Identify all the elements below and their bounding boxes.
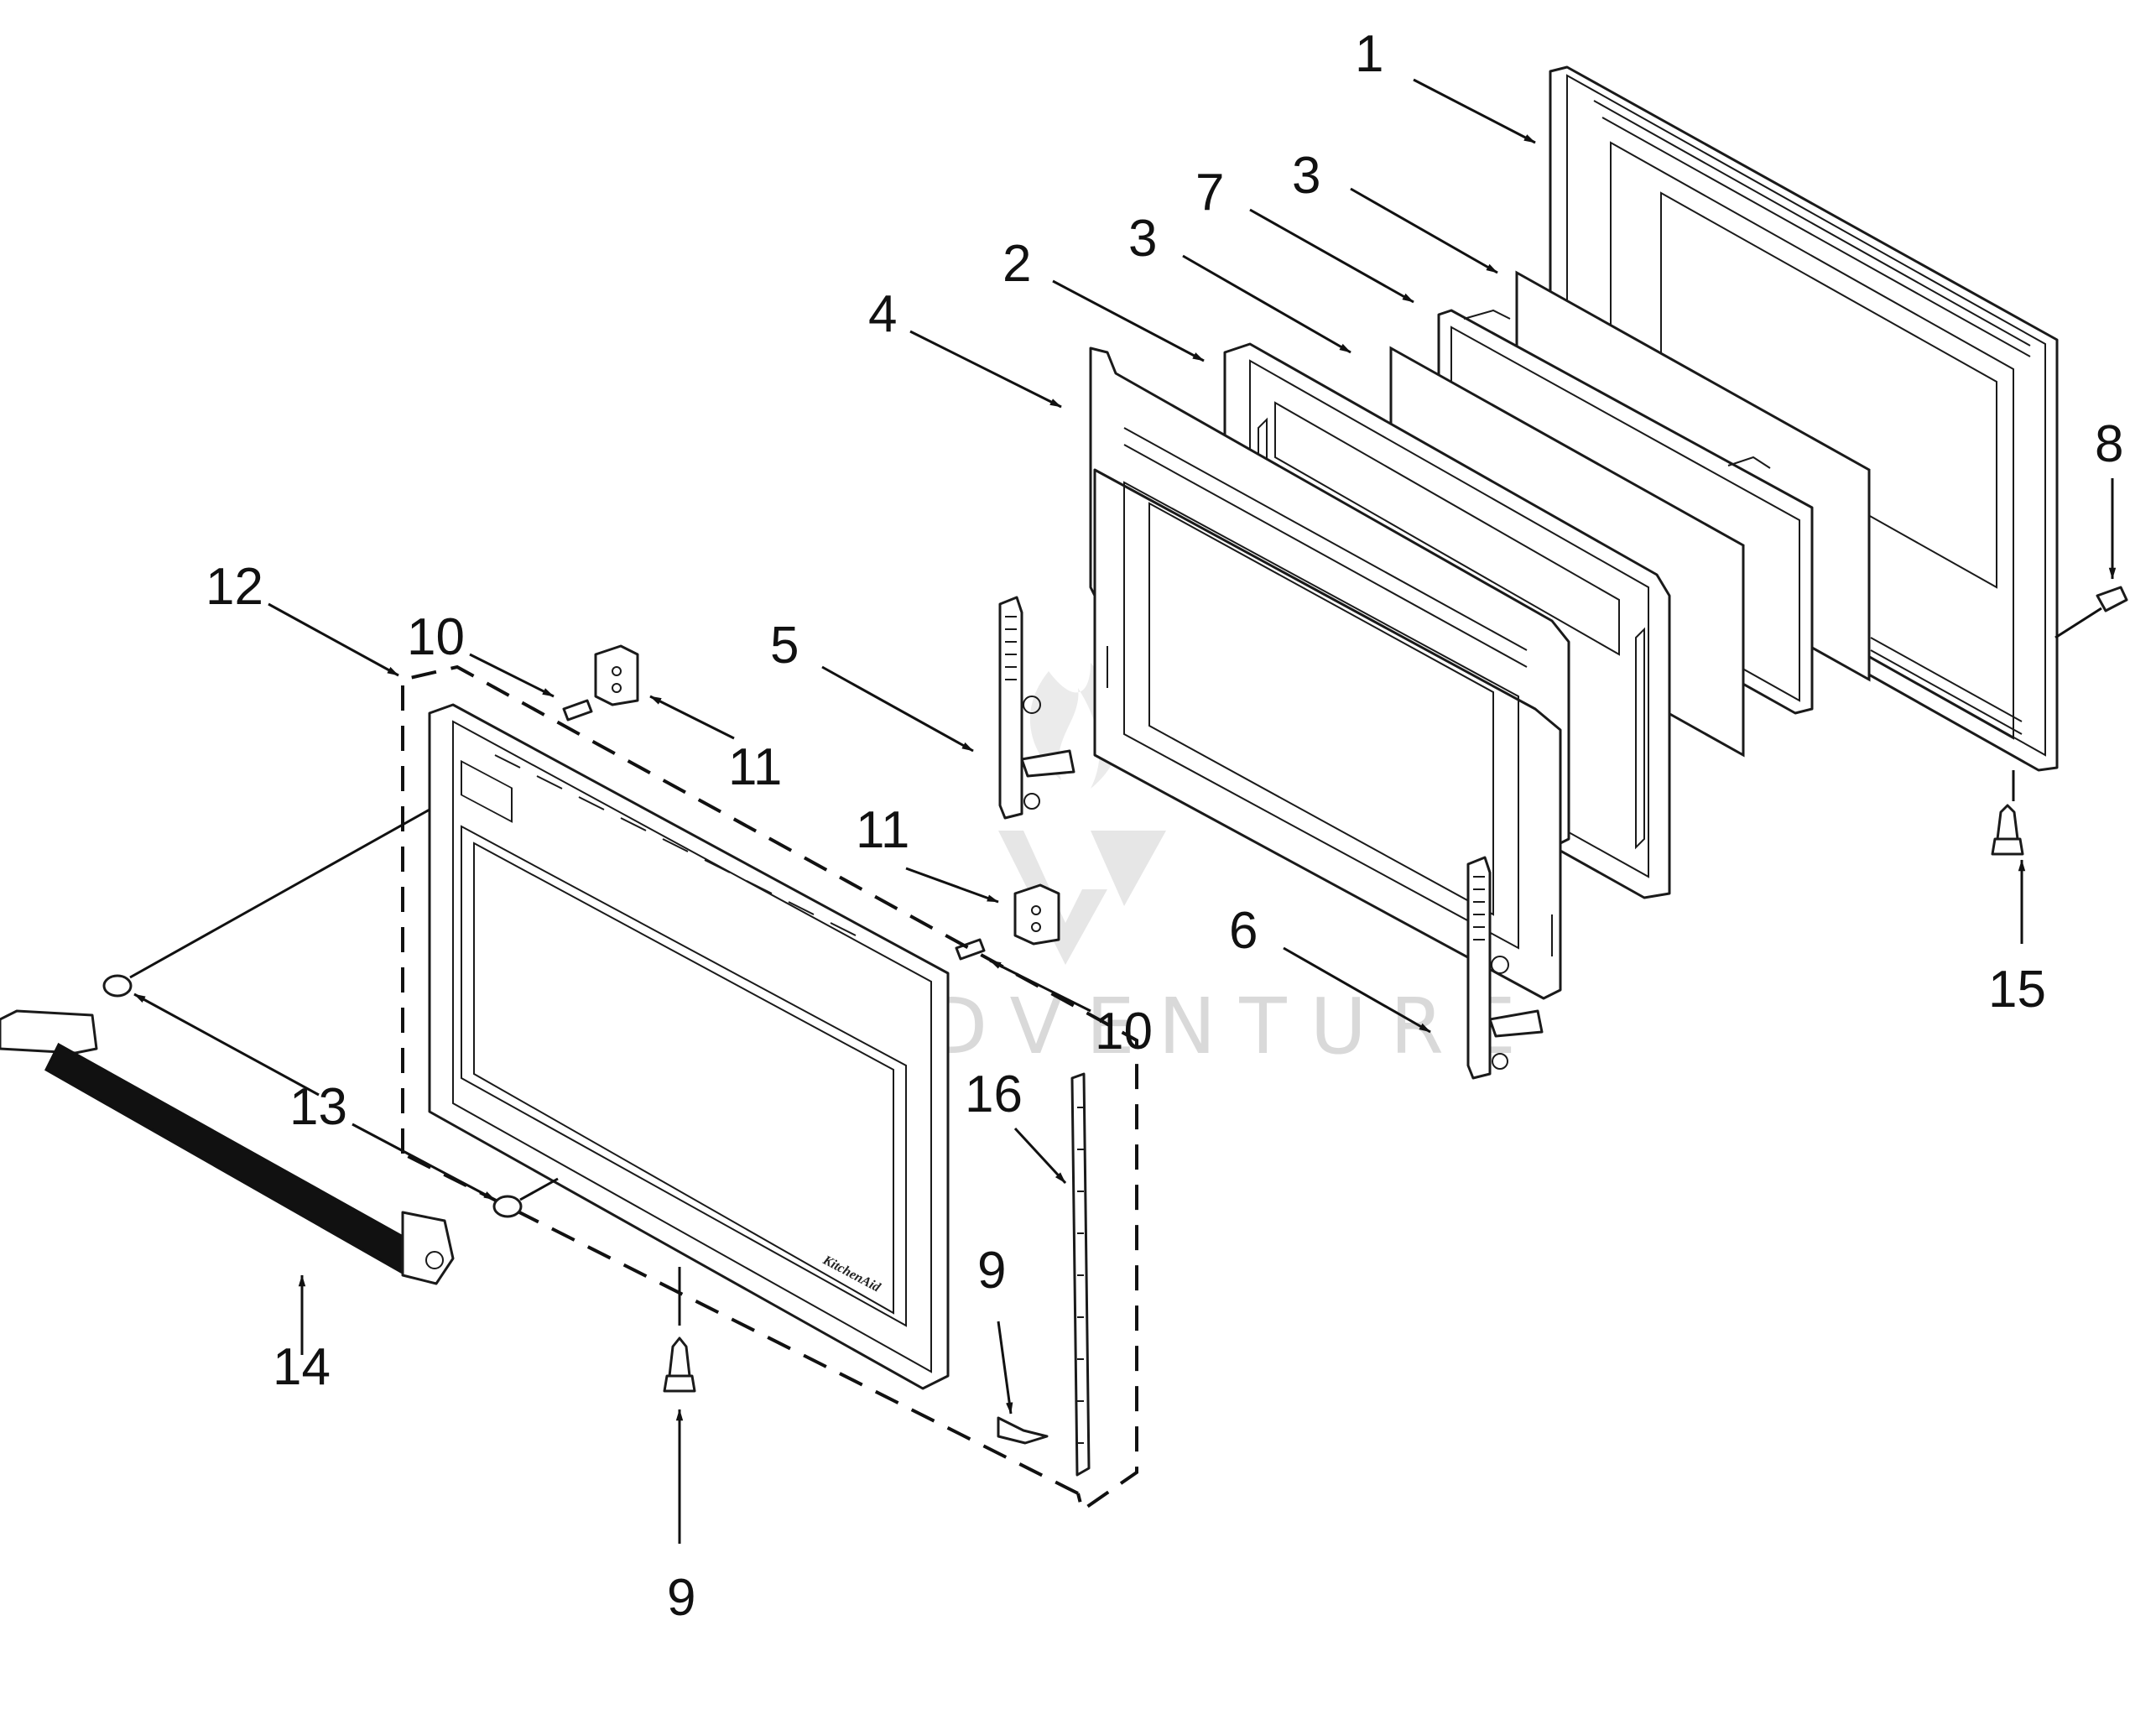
callout-9-side: 9 xyxy=(977,1242,1006,1300)
watermark-logo-icon xyxy=(998,831,1166,965)
part-13-handle-mount-lower xyxy=(492,1195,523,1218)
callout-7: 7 xyxy=(1195,164,1224,221)
callout-10-upper: 10 xyxy=(407,608,465,666)
callout-15: 15 xyxy=(1988,961,2046,1019)
callout-5: 5 xyxy=(770,617,799,675)
part-8-screw xyxy=(2096,586,2128,612)
callout-9-bottom: 9 xyxy=(667,1569,695,1627)
callout-12: 12 xyxy=(206,558,263,616)
callout-2: 2 xyxy=(1002,235,1031,293)
callout-4: 4 xyxy=(868,285,897,343)
callout-6: 6 xyxy=(1229,902,1258,960)
part-4-door-frame xyxy=(1089,346,1570,1000)
callouts: 1 2 3 3 4 5 6 7 8 9 9 10 10 11 11 12 13 … xyxy=(206,25,2123,1627)
part-10-screw-upper xyxy=(562,699,593,722)
part-9-screw-side xyxy=(997,1416,1049,1445)
part-14-handle xyxy=(0,1009,455,1285)
part-6-hinge-right xyxy=(1466,856,1544,1080)
part-12-outer-door: KitchenAid xyxy=(401,664,1138,1514)
callout-10-lower: 10 xyxy=(1095,1003,1153,1060)
callout-3-rear: 3 xyxy=(1292,147,1320,205)
callout-8: 8 xyxy=(2095,415,2123,473)
callout-11-upper: 11 xyxy=(728,738,782,796)
callout-11-lower: 11 xyxy=(856,801,909,859)
part-15-screw xyxy=(1991,804,2024,856)
part-9-screw-bottom xyxy=(663,1336,696,1393)
callout-3-middle: 3 xyxy=(1128,210,1157,268)
part-5-hinge-left xyxy=(998,596,1075,820)
callout-13: 13 xyxy=(289,1078,347,1136)
callout-1: 1 xyxy=(1355,25,1383,83)
callout-16: 16 xyxy=(965,1066,1023,1123)
part-10-screw-lower xyxy=(955,938,986,961)
part-13-handle-mount-upper xyxy=(102,974,133,998)
leaders xyxy=(129,78,2117,1544)
part-11-bracket-lower xyxy=(1013,883,1060,946)
part-11-bracket-upper xyxy=(594,644,639,706)
callout-14: 14 xyxy=(273,1338,331,1396)
part-16-trim-strip xyxy=(1070,1072,1091,1477)
